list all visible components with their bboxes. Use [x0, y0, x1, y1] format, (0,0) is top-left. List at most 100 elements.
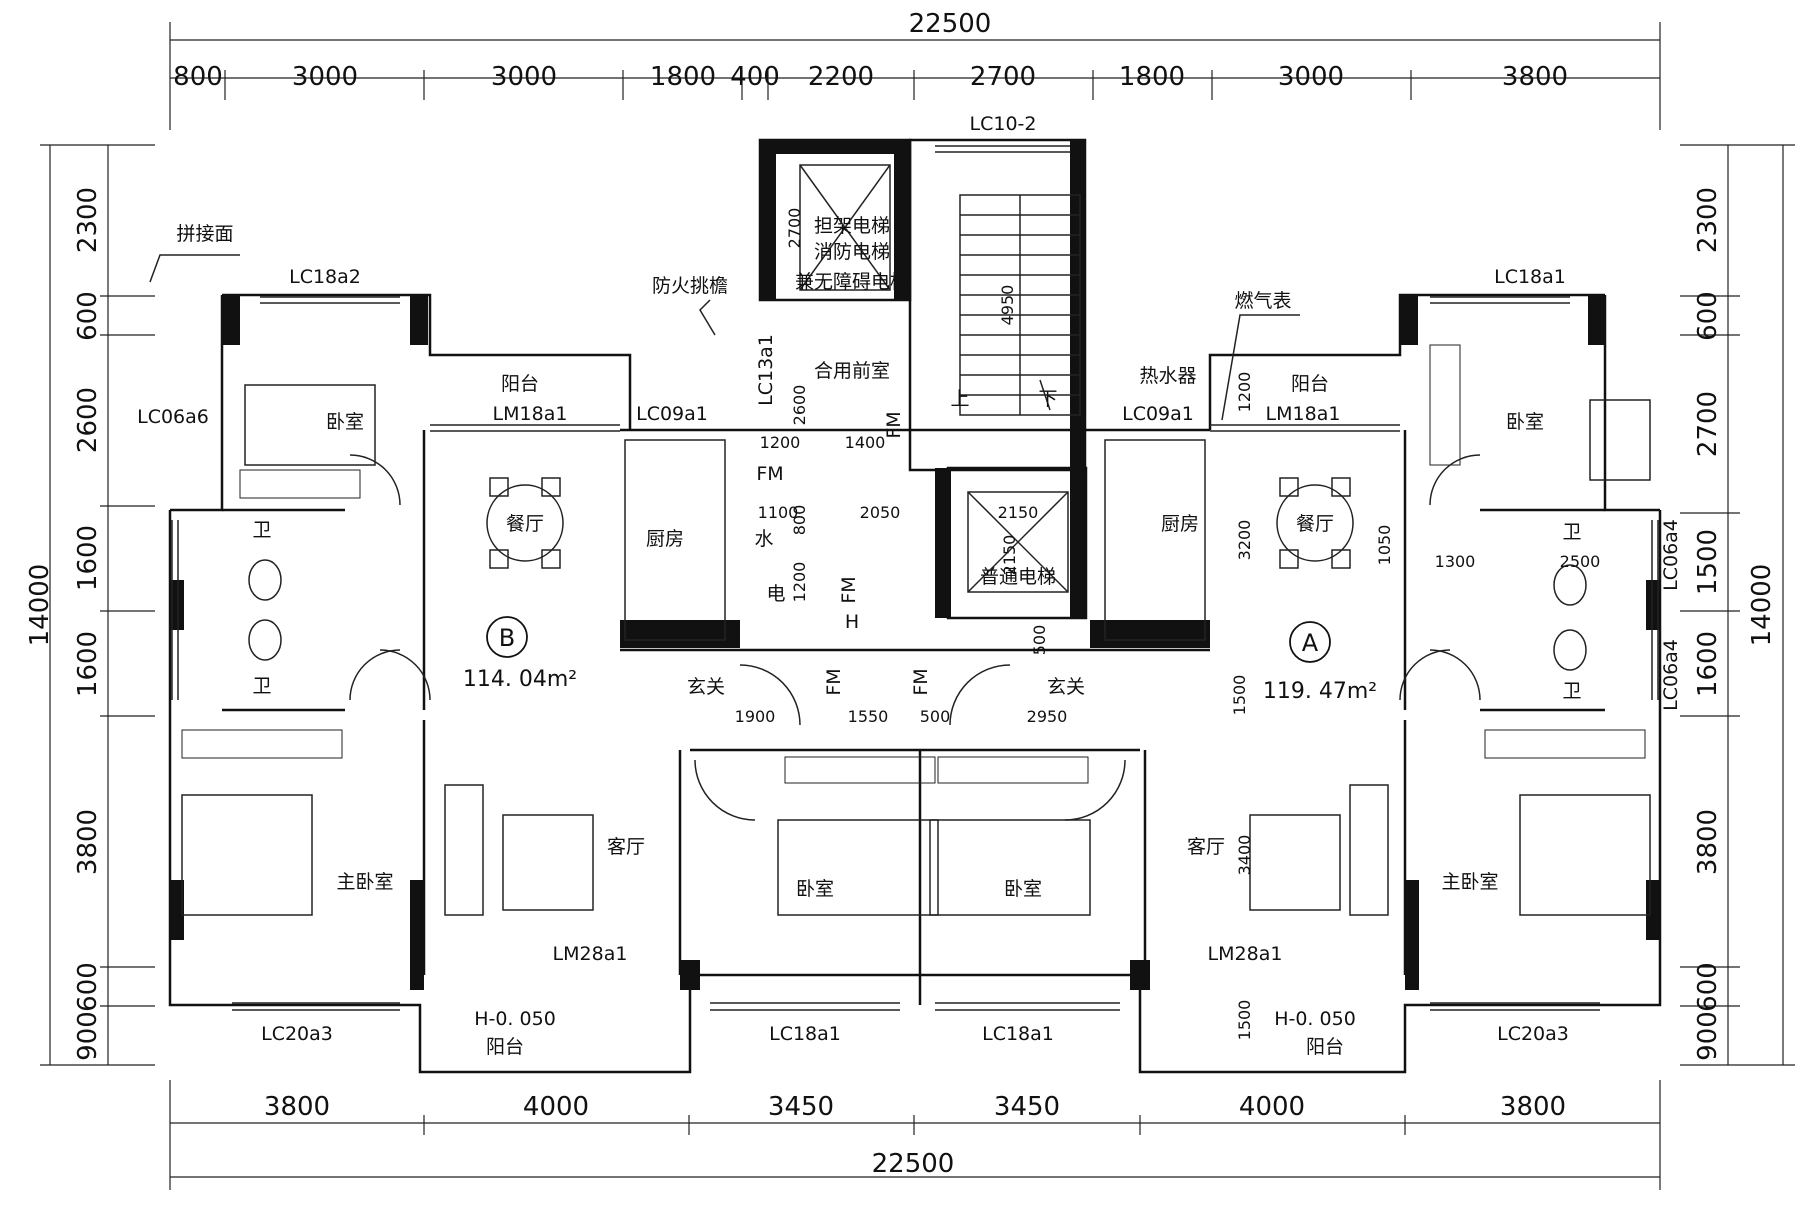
- room-kitchen-b: 厨房: [646, 528, 684, 550]
- splice-face-note: 拼接面: [176, 223, 233, 245]
- unit-a-label: A: [1302, 629, 1319, 657]
- top-dim-800: 800: [173, 62, 223, 92]
- left-dim-1600-b: 1600: [73, 631, 103, 697]
- fm-label-1: FM: [756, 463, 783, 485]
- dim-2700: 2700: [785, 208, 804, 249]
- tag-lc18a1-top: LC18a1: [1494, 266, 1566, 288]
- room-bath-a1: 卫: [1562, 521, 1581, 543]
- walls: [168, 138, 1662, 1074]
- water-heater-note: 热水器: [1139, 365, 1196, 387]
- room-kitchen-a: 厨房: [1161, 513, 1199, 535]
- tag-lc06a4-1: LC06a4: [1660, 519, 1682, 591]
- fm-label-5: FM: [910, 668, 932, 695]
- room-living-a: 客厅: [1187, 836, 1225, 858]
- room-bedroom-a1: 卧室: [1506, 411, 1544, 433]
- dim-3200: 3200: [1235, 520, 1254, 561]
- h-label: H: [845, 611, 859, 633]
- top-dim-1800-a: 1800: [650, 62, 716, 92]
- right-dim-2700: 2700: [1693, 391, 1723, 457]
- tag-lm18a1-left: LM18a1: [493, 403, 568, 425]
- bottom-dim-3450-a: 3450: [768, 1092, 834, 1122]
- dim-1300: 1300: [1435, 552, 1476, 571]
- bottom-dim-4000-a: 4000: [523, 1092, 589, 1122]
- left-dim-1600-a: 1600: [73, 525, 103, 591]
- tag-lc18a1-bottom-2: LC18a1: [982, 1023, 1054, 1045]
- dim-1500-a: 1500: [1230, 675, 1249, 716]
- bottom-dim-4000-b: 4000: [1239, 1092, 1305, 1122]
- dim-1550: 1550: [848, 707, 889, 726]
- room-living-b: 客厅: [607, 836, 645, 858]
- room-dining-b: 餐厅: [506, 513, 544, 535]
- room-bedroom-b1: 卧室: [326, 411, 364, 433]
- top-dim-1800-b: 1800: [1119, 62, 1185, 92]
- room-fire-elevator-3: 兼无障碍电梯: [795, 271, 909, 293]
- dim-3400: 3400: [1235, 835, 1254, 876]
- tag-lc18a2: LC18a2: [289, 266, 361, 288]
- stair-up: 上: [950, 388, 969, 410]
- left-dim-2600: 2600: [73, 387, 103, 453]
- bottom-dim-3800-b: 3800: [1500, 1092, 1566, 1122]
- right-total-dim: 14000: [1747, 564, 1777, 647]
- dim-1200-b: 1200: [790, 562, 809, 603]
- dim-2950: 2950: [1027, 707, 1068, 726]
- left-dim-900: 900: [73, 1011, 103, 1061]
- unit-marker-b: B 114. 04m²: [463, 616, 577, 692]
- tag-lc09a1-right: LC09a1: [1122, 403, 1194, 425]
- top-dim-3800: 3800: [1502, 62, 1568, 92]
- dim-500-b: 500: [920, 707, 951, 726]
- left-dim-3800: 3800: [73, 809, 103, 875]
- bottom-dim-3450-b: 3450: [994, 1092, 1060, 1122]
- tag-lc13a1: LC13a1: [755, 334, 777, 406]
- tag-lc09a1-left: LC09a1: [636, 403, 708, 425]
- dim-1050: 1050: [1375, 525, 1394, 566]
- top-dim-2700: 2700: [970, 62, 1036, 92]
- room-shared-lobby: 合用前室: [814, 360, 890, 382]
- tag-lc06a4-2: LC06a4: [1660, 639, 1682, 711]
- room-bath-b2: 卫: [252, 675, 271, 697]
- level-a: H-0. 050: [1274, 1008, 1356, 1030]
- room-foyer-a: 玄关: [1047, 676, 1085, 698]
- dim-2050: 2050: [860, 503, 901, 522]
- unit-a-area: 119. 47m²: [1263, 679, 1377, 704]
- bottom-total-dim: 22500: [872, 1149, 955, 1179]
- dim-2150-b: 2150: [1000, 535, 1019, 576]
- top-dim-400: 400: [730, 62, 780, 92]
- top-dim-3000-b: 3000: [491, 62, 557, 92]
- room-bath-a2: 卫: [1562, 680, 1581, 702]
- room-foyer-b: 玄关: [687, 676, 725, 698]
- right-dim-600-a: 600: [1693, 291, 1723, 341]
- room-master-a: 主卧室: [1441, 871, 1498, 893]
- bath-fixtures: [248, 559, 1587, 671]
- right-dim-900: 900: [1693, 1011, 1723, 1061]
- right-dim-3800: 3800: [1693, 809, 1723, 875]
- room-normal-elevator: 普通电梯: [980, 566, 1056, 588]
- room-bath-b1: 卫: [252, 519, 271, 541]
- dim-4950: 4950: [998, 285, 1017, 326]
- kitchen-counters: [624, 439, 1206, 641]
- unit-b-area: 114. 04m²: [463, 667, 577, 692]
- stair: [959, 194, 1081, 416]
- fm-label-2: FM: [883, 411, 905, 438]
- top-total-dim: 22500: [909, 9, 992, 39]
- left-total-dim: 14000: [25, 564, 55, 647]
- tag-lc20a3-right: LC20a3: [1497, 1023, 1569, 1045]
- leader-lines: [149, 254, 1300, 421]
- doors: [349, 454, 1481, 821]
- level-b: H-0. 050: [474, 1008, 556, 1030]
- room-bedroom-b2: 卧室: [796, 878, 834, 900]
- left-dim-600-a: 600: [73, 291, 103, 341]
- dim-1500-b: 1500: [1235, 1000, 1254, 1041]
- fire-elevator-shaft: [799, 164, 891, 291]
- wardrobes: [181, 344, 1646, 784]
- room-master-b: 主卧室: [336, 871, 393, 893]
- dim-1200-c: 1200: [1235, 372, 1254, 413]
- fire-eave-note: 防火挑檐: [652, 275, 728, 297]
- stair-down: 下: [1038, 388, 1057, 410]
- top-dim-3000-a: 3000: [292, 62, 358, 92]
- unit-marker-a: A 119. 47m²: [1263, 621, 1377, 704]
- tag-lc10-2: LC10-2: [970, 113, 1037, 135]
- left-dim-600-b: 600: [73, 962, 103, 1012]
- room-balcony-b-bottom: 阳台: [486, 1036, 524, 1058]
- room-balcony-a-top: 阳台: [1291, 373, 1329, 395]
